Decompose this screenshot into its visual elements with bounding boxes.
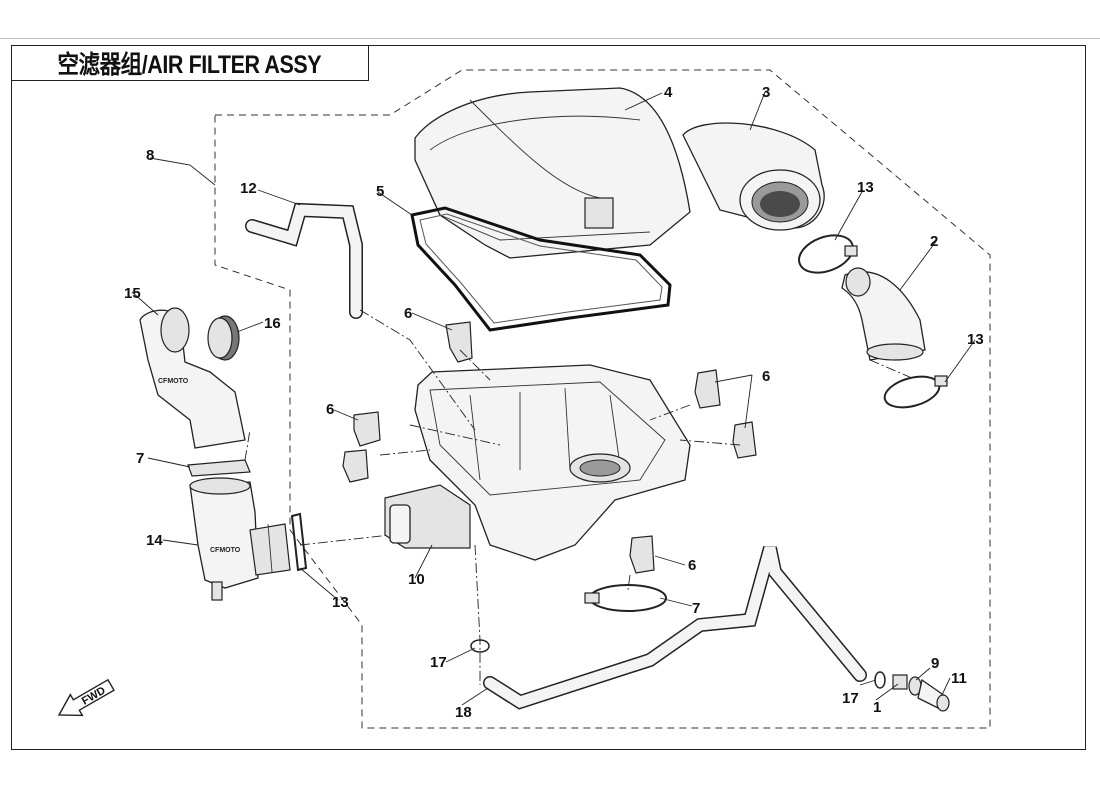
part-13-clamp-right: [883, 375, 948, 409]
callout-2: 2: [930, 233, 938, 250]
header-rule: [0, 38, 1100, 39]
fwd-label: FWD: [80, 685, 108, 708]
callout-1: 1: [873, 699, 881, 716]
callout-6-c: 6: [762, 368, 770, 385]
part-6-clip-f: [629, 535, 655, 574]
drawing-frame: [11, 45, 1086, 750]
part-11-breather-tube: [245, 202, 363, 319]
callout-10: 10: [408, 571, 425, 588]
callout-7-b: 7: [692, 600, 700, 617]
page-title: 空滤器组/AIR FILTER ASSY: [57, 50, 322, 79]
title-box: 空滤器组/AIR FILTER ASSY: [11, 45, 369, 81]
part-14-inlet-housing: CFMOTO: [189, 477, 291, 601]
inlet-brand-mark: CFMOTO: [210, 547, 241, 554]
callout-6-b: 6: [326, 401, 334, 418]
callout-3: 3: [762, 84, 770, 101]
callout-17-a: 17: [430, 654, 447, 671]
callout-6-a: 6: [404, 305, 412, 322]
part-5-gasket: [410, 206, 672, 332]
part-18-drain-hose: [483, 546, 867, 710]
guide-lines: [244, 309, 913, 685]
callout-6-d: 6: [688, 557, 696, 574]
part-13-clamp-inlet: [290, 512, 308, 572]
assembly-boundary: [214, 69, 991, 729]
part-4-top-cover: [414, 87, 691, 259]
part-1-airbox-base: [384, 364, 691, 561]
part-6-clip-e: [342, 449, 369, 483]
part-16-mesh-screen: [207, 315, 240, 361]
callout-18: 18: [455, 704, 472, 721]
callout-7-a: 7: [136, 450, 144, 467]
callout-4: 4: [664, 84, 673, 101]
callout-9: 11: [951, 670, 967, 687]
part-6-clip-d: [353, 411, 381, 447]
part-7-small-gasket: [187, 459, 251, 477]
fwd-arrow: FWD: [57, 678, 115, 717]
part-6-clip-a: [445, 321, 473, 363]
part-6-clip-b: [694, 369, 721, 409]
callout-12: 8: [146, 147, 154, 164]
duct-brand-mark: CFMOTO: [158, 378, 189, 385]
callout-11: 12: [240, 180, 257, 197]
callout-13-right: 13: [967, 331, 984, 348]
part-3-filter-element: [682, 122, 825, 231]
callout-5: 5: [376, 183, 384, 200]
callout-15: 15: [124, 285, 141, 302]
leader-lines: [131, 91, 976, 706]
callout-13-upper: 13: [857, 179, 874, 196]
callout-17-b: 17: [842, 690, 859, 707]
callout-13-inlet: 13: [332, 594, 349, 611]
part-17-clip-drain: [874, 671, 886, 689]
callout-14: 14: [146, 532, 163, 549]
part-9-drain-plug: [917, 678, 950, 712]
part-1-connector: [892, 674, 908, 690]
part-13-clamp-upper: [798, 234, 858, 274]
part-6-clip-c: [732, 421, 757, 459]
callout-8: 9: [931, 655, 939, 672]
part-2-elbow-hose: [841, 267, 926, 361]
part-15-intake-duct: CFMOTO: [139, 307, 246, 449]
callout-16: 16: [264, 315, 281, 332]
part-7-clamp-lower: [584, 584, 667, 612]
